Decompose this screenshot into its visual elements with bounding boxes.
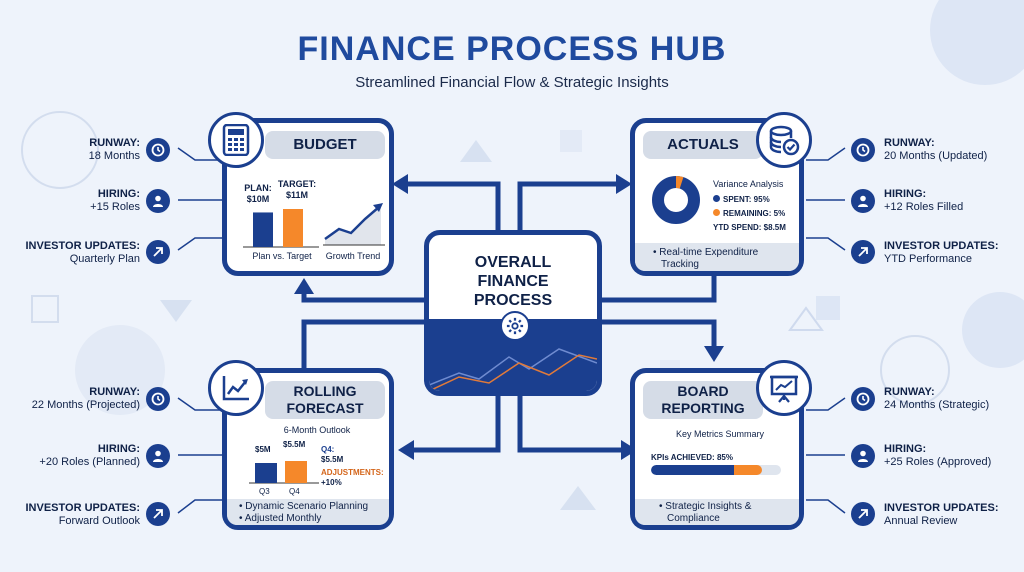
presentation-board-icon — [756, 360, 812, 416]
center-title-line2: FINANCE — [477, 273, 549, 290]
gear-icon — [500, 311, 530, 341]
forecast-hiring-value: +20 Roles (Planned) — [39, 456, 140, 468]
kpi-progress-track — [651, 465, 781, 475]
arrow-up-right-icon — [851, 502, 875, 526]
board-title: BOARD REPORTING — [643, 381, 763, 419]
arrow-up-right-icon — [851, 240, 875, 264]
growth-trend-chart — [323, 203, 385, 246]
page-subtitle: Streamlined Financial Flow & Strategic I… — [355, 74, 669, 91]
forecast-title-line2: FORECAST — [286, 400, 364, 416]
board-bullet-2: Compliance — [667, 513, 720, 524]
line-chart-icon — [208, 360, 264, 416]
board-investor-value: Annual Review — [884, 515, 958, 527]
actuals-card[interactable]: ACTUALS Variance Analysis SPENT: 95% REM… — [630, 118, 804, 276]
actuals-investor-value: YTD Performance — [884, 253, 973, 265]
actuals-hiring-label: HIRING: — [884, 188, 927, 200]
actuals-hiring-value: +12 Roles Filled — [884, 201, 964, 213]
forecast-hiring-label: HIRING: — [97, 443, 140, 455]
forecast-bullet-1: • Dynamic Scenario Planning — [239, 501, 369, 512]
board-title-line1: BOARD — [677, 383, 729, 399]
forecast-bullet-2: • Adjusted Monthly — [239, 513, 322, 524]
forecast-bar-chart — [249, 461, 319, 484]
plan-bar — [253, 212, 273, 247]
remaining-value: REMAINING: 5% — [723, 209, 786, 218]
rolling-forecast-card[interactable]: ROLLING FORECAST 6-Month Outlook $5M $5.… — [222, 368, 394, 530]
forecast-x-q4: Q4 — [289, 487, 300, 496]
variance-analysis-title: Variance Analysis — [713, 179, 784, 189]
person-icon — [851, 189, 875, 213]
database-check-icon — [756, 112, 812, 168]
adjustments-label: ADJUSTMENTS: — [321, 468, 384, 477]
page-title: FINANCE PROCESS HUB — [297, 30, 727, 68]
person-icon — [146, 189, 170, 213]
forecast-investor-value: Forward Outlook — [58, 515, 140, 527]
actuals-bullet-2: Tracking — [661, 259, 699, 270]
center-title-line3: PROCESS — [473, 292, 553, 309]
target-bar — [283, 209, 303, 247]
person-icon — [851, 444, 875, 468]
budget-hiring-value: +15 Roles — [90, 201, 140, 213]
board-hiring-label: HIRING: — [884, 443, 927, 455]
forecast-outlook: 6-Month Outlook — [283, 425, 351, 435]
overall-finance-process-card[interactable]: OVERALL FINANCE PROCESS — [424, 230, 602, 396]
budget-investor-value: Quarterly Plan — [69, 253, 140, 265]
q4-value: $5.5M — [321, 455, 344, 464]
person-icon — [146, 444, 170, 468]
clock-icon — [851, 138, 875, 162]
board-bullet-1: • Strategic Insights & — [659, 501, 752, 512]
budget-hiring-label: HIRING: — [97, 188, 140, 200]
board-runway-label: RUNWAY: — [884, 386, 935, 398]
forecast-bar2-label: $5.5M — [283, 440, 306, 449]
budget-runway-label: RUNWAY: — [89, 137, 140, 149]
forecast-bar1-label: $5M — [255, 445, 271, 454]
clock-icon — [146, 138, 170, 162]
forecast-title: ROLLING FORECAST — [265, 381, 385, 419]
board-investor-label: INVESTOR UPDATES: — [884, 502, 999, 514]
ytd-spend: YTD SPEND: $8.5M — [713, 223, 786, 232]
kpi-label: KPIs ACHIEVED: 85% — [651, 453, 733, 462]
actuals-runway-label: RUNWAY: — [884, 137, 935, 149]
forecast-x-q3: Q3 — [259, 487, 270, 496]
clock-icon — [851, 387, 875, 411]
plan-value: $10M — [246, 194, 270, 204]
adjustments-value: +10% — [321, 478, 342, 487]
budget-title: BUDGET — [265, 131, 385, 159]
calculator-icon — [208, 112, 264, 168]
actuals-title: ACTUALS — [643, 131, 763, 159]
board-title-line2: REPORTING — [661, 400, 745, 416]
plan-vs-target-chart — [243, 209, 319, 248]
target-value: $11M — [285, 190, 309, 200]
arrow-up-right-icon — [146, 240, 170, 264]
board-runway-value: 24 Months (Strategic) — [884, 399, 990, 411]
q3-bar — [255, 463, 277, 483]
budget-investor-label: INVESTOR UPDATES: — [25, 240, 141, 252]
arrow-up-right-icon — [146, 502, 170, 526]
actuals-bullet: • Real-time Expenditure — [653, 247, 759, 258]
forecast-runway-value: 22 Months (Projected) — [31, 399, 140, 411]
actuals-runway-value: 20 Months (Updated) — [884, 150, 988, 162]
spent-value: SPENT: 95% — [723, 195, 770, 204]
forecast-investor-label: INVESTOR UPDATES: — [25, 502, 141, 514]
q4-label: Q4: — [321, 445, 335, 454]
target-label: TARGET: — [277, 179, 317, 189]
budget-runway-value: 18 Months — [88, 150, 140, 162]
q4-bar — [285, 461, 307, 483]
forecast-title-line1: ROLLING — [293, 383, 357, 399]
key-metrics-title: Key Metrics Summary — [675, 429, 764, 439]
forecast-runway-label: RUNWAY: — [89, 386, 140, 398]
kpi-progress-fill — [651, 465, 762, 475]
variance-donut-chart — [652, 176, 700, 224]
growth-trend-caption: Growth Trend — [325, 251, 381, 261]
spent-legend: SPENT: 95% — [713, 195, 805, 205]
actuals-investor-label: INVESTOR UPDATES: — [884, 240, 999, 252]
remaining-legend: REMAINING: 5% — [713, 209, 805, 219]
board-hiring-value: +25 Roles (Approved) — [884, 456, 992, 468]
center-title-line1: OVERALL — [474, 254, 552, 271]
plan-label: PLAN: — [244, 183, 272, 193]
plan-vs-target-caption: Plan vs. Target — [252, 251, 312, 261]
clock-icon — [146, 387, 170, 411]
